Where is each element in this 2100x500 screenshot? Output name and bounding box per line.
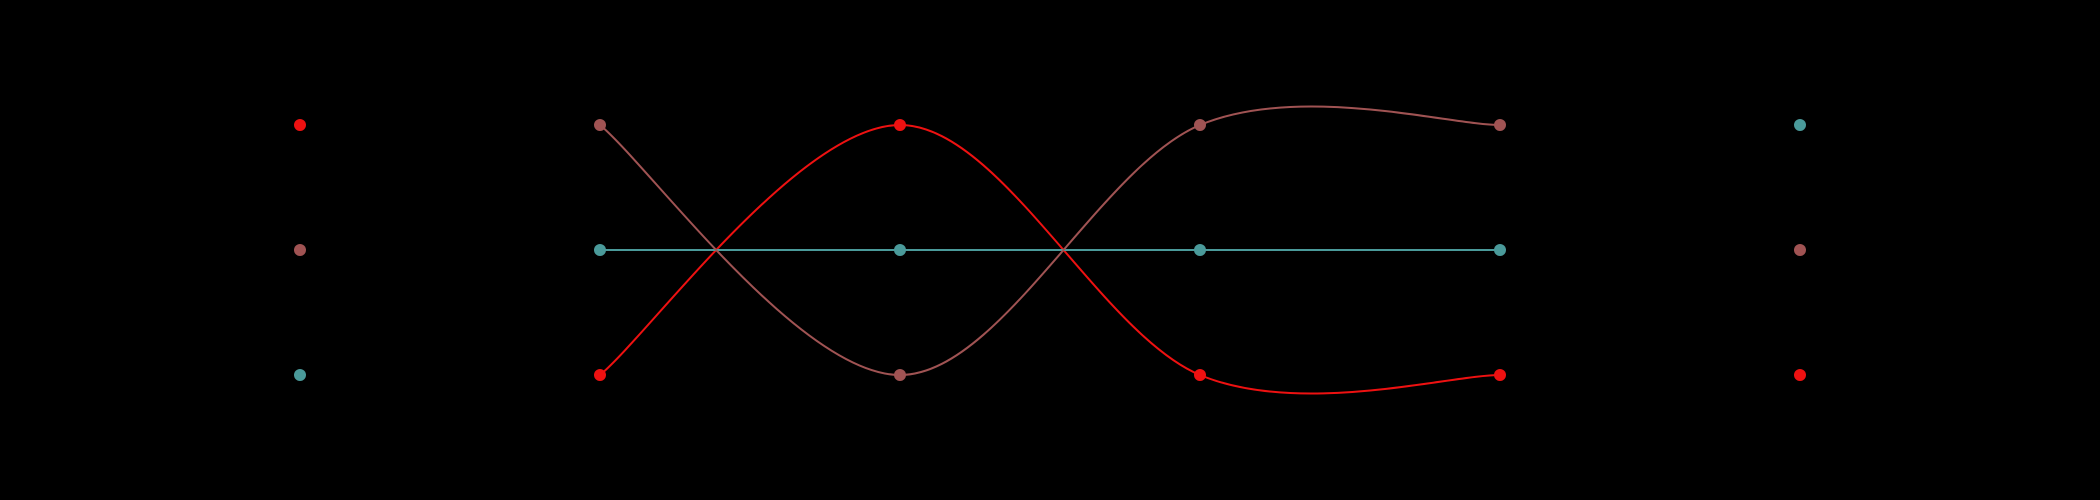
series-3-point-1 [294, 244, 306, 256]
series-3-point-6 [1794, 244, 1806, 256]
series-3-point-4 [1194, 119, 1206, 131]
series-1-point-1 [294, 119, 306, 131]
series-3-point-2 [594, 119, 606, 131]
series-line-3 [599, 105, 1501, 377]
series-1-point-6 [1794, 369, 1806, 381]
series-1-point-4 [1194, 369, 1206, 381]
series-3-point-3 [894, 369, 906, 381]
series-2-point-6 [1794, 119, 1806, 131]
series-3-point-5 [1494, 119, 1506, 131]
series-2-point-4 [1194, 244, 1206, 256]
series-1-point-3 [894, 119, 906, 131]
series-points [294, 119, 1806, 381]
series-1-point-5 [1494, 369, 1506, 381]
series-lines [599, 105, 1501, 395]
series-line-1 [599, 123, 1501, 395]
series-2-point-3 [894, 244, 906, 256]
series-2-point-1 [294, 369, 306, 381]
series-2-point-2 [594, 244, 606, 256]
series-1-point-2 [594, 369, 606, 381]
series-2-point-5 [1494, 244, 1506, 256]
